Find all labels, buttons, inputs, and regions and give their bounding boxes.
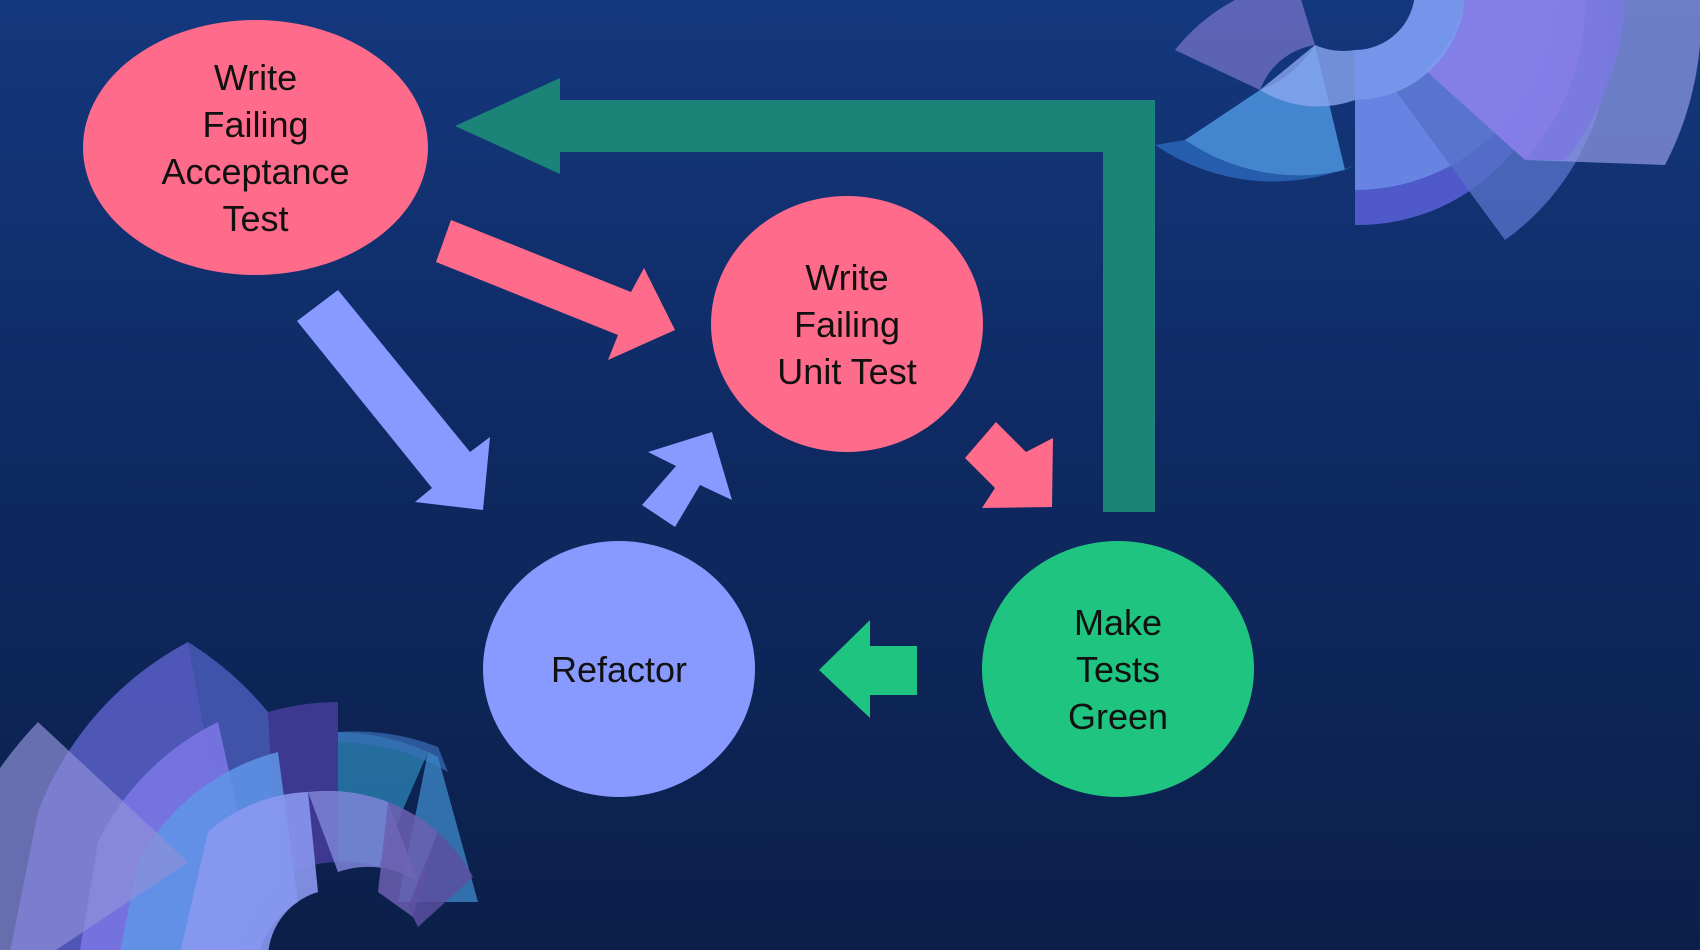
arrow-green-to-acceptance: [455, 78, 1155, 512]
node-write-failing-acceptance-test: Write Failing Acceptance Test: [83, 20, 428, 275]
node-make-tests-green: Make Tests Green: [982, 541, 1254, 797]
node-label: Write Failing Acceptance Test: [161, 56, 350, 239]
arrow-acceptance-to-unit: [436, 220, 675, 360]
arrow-refactor-to-unit: [642, 432, 732, 527]
node-write-failing-unit-test: Write Failing Unit Test: [711, 196, 983, 452]
arrow-unit-to-green: [965, 422, 1053, 508]
node-label: Make Tests Green: [1067, 601, 1169, 737]
node-label: Refactor: [550, 648, 688, 690]
node-label: Write Failing Unit Test: [777, 256, 917, 392]
arrow-green-to-refactor: [819, 620, 917, 718]
node-refactor: Refactor: [483, 541, 755, 797]
arrow-acceptance-to-refactor: [297, 290, 490, 510]
